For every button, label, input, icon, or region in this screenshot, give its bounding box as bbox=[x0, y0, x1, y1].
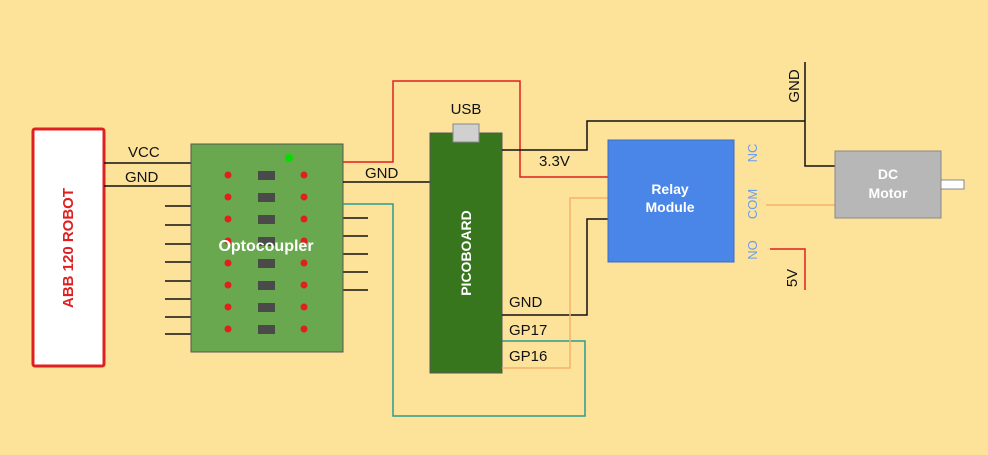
signal-wire-gp16 bbox=[343, 203, 586, 417]
robot-block: ABB 120 ROBOT bbox=[31, 127, 106, 368]
optocoupler-leds bbox=[224, 171, 308, 333]
optocoupler-right-pins bbox=[343, 217, 368, 291]
relay-label-line1: Relay bbox=[651, 181, 689, 197]
picoboard-label: PICOBOARD bbox=[458, 210, 474, 296]
power-3v3-label: 3.3V bbox=[539, 153, 570, 170]
relay-terminal-nc: NC bbox=[745, 144, 760, 163]
supply-5v-wire bbox=[770, 248, 806, 290]
optocoupler-label: Optocoupler bbox=[218, 238, 313, 255]
optocoupler-left-pins bbox=[165, 205, 191, 335]
usb-label: USB bbox=[451, 101, 482, 118]
relay-terminal-com: COM bbox=[745, 189, 760, 219]
optocoupler-chips bbox=[258, 171, 275, 334]
usb-port bbox=[452, 123, 480, 143]
motor-label-line2: Motor bbox=[869, 185, 908, 201]
ground-bus-wire bbox=[502, 120, 805, 151]
picoboard-block: USB PICOBOARD bbox=[429, 101, 503, 374]
power-led bbox=[285, 154, 293, 162]
signal-wire-gp17 bbox=[502, 197, 608, 369]
motor-label-line1: DC bbox=[878, 166, 898, 182]
gnd-label-robot: GND bbox=[125, 169, 159, 186]
pico-pin-gnd: GND bbox=[509, 294, 543, 311]
motor-ground-label: GND bbox=[786, 69, 803, 103]
motor-block: DC Motor bbox=[834, 150, 965, 219]
gnd-label-opto: GND bbox=[365, 165, 399, 182]
relay-terminal-no: NO bbox=[745, 240, 760, 260]
pico-gnd-relay-wire bbox=[502, 218, 608, 316]
pico-pin-gp17: GP17 bbox=[509, 322, 547, 339]
robot-wires bbox=[104, 162, 191, 187]
motor-shaft bbox=[940, 179, 965, 190]
power-wire bbox=[343, 80, 608, 178]
motor-ground-wire bbox=[804, 62, 835, 167]
optocoupler-block: Optocoupler bbox=[190, 143, 344, 353]
relay-block: Relay Module bbox=[607, 139, 735, 263]
relay-label-line2: Module bbox=[646, 199, 695, 215]
vcc-label: VCC bbox=[128, 144, 160, 161]
pico-pin-gp16: GP16 bbox=[509, 348, 547, 365]
robot-label: ABB 120 ROBOT bbox=[60, 188, 77, 308]
supply-5v-label: 5V bbox=[784, 269, 801, 287]
